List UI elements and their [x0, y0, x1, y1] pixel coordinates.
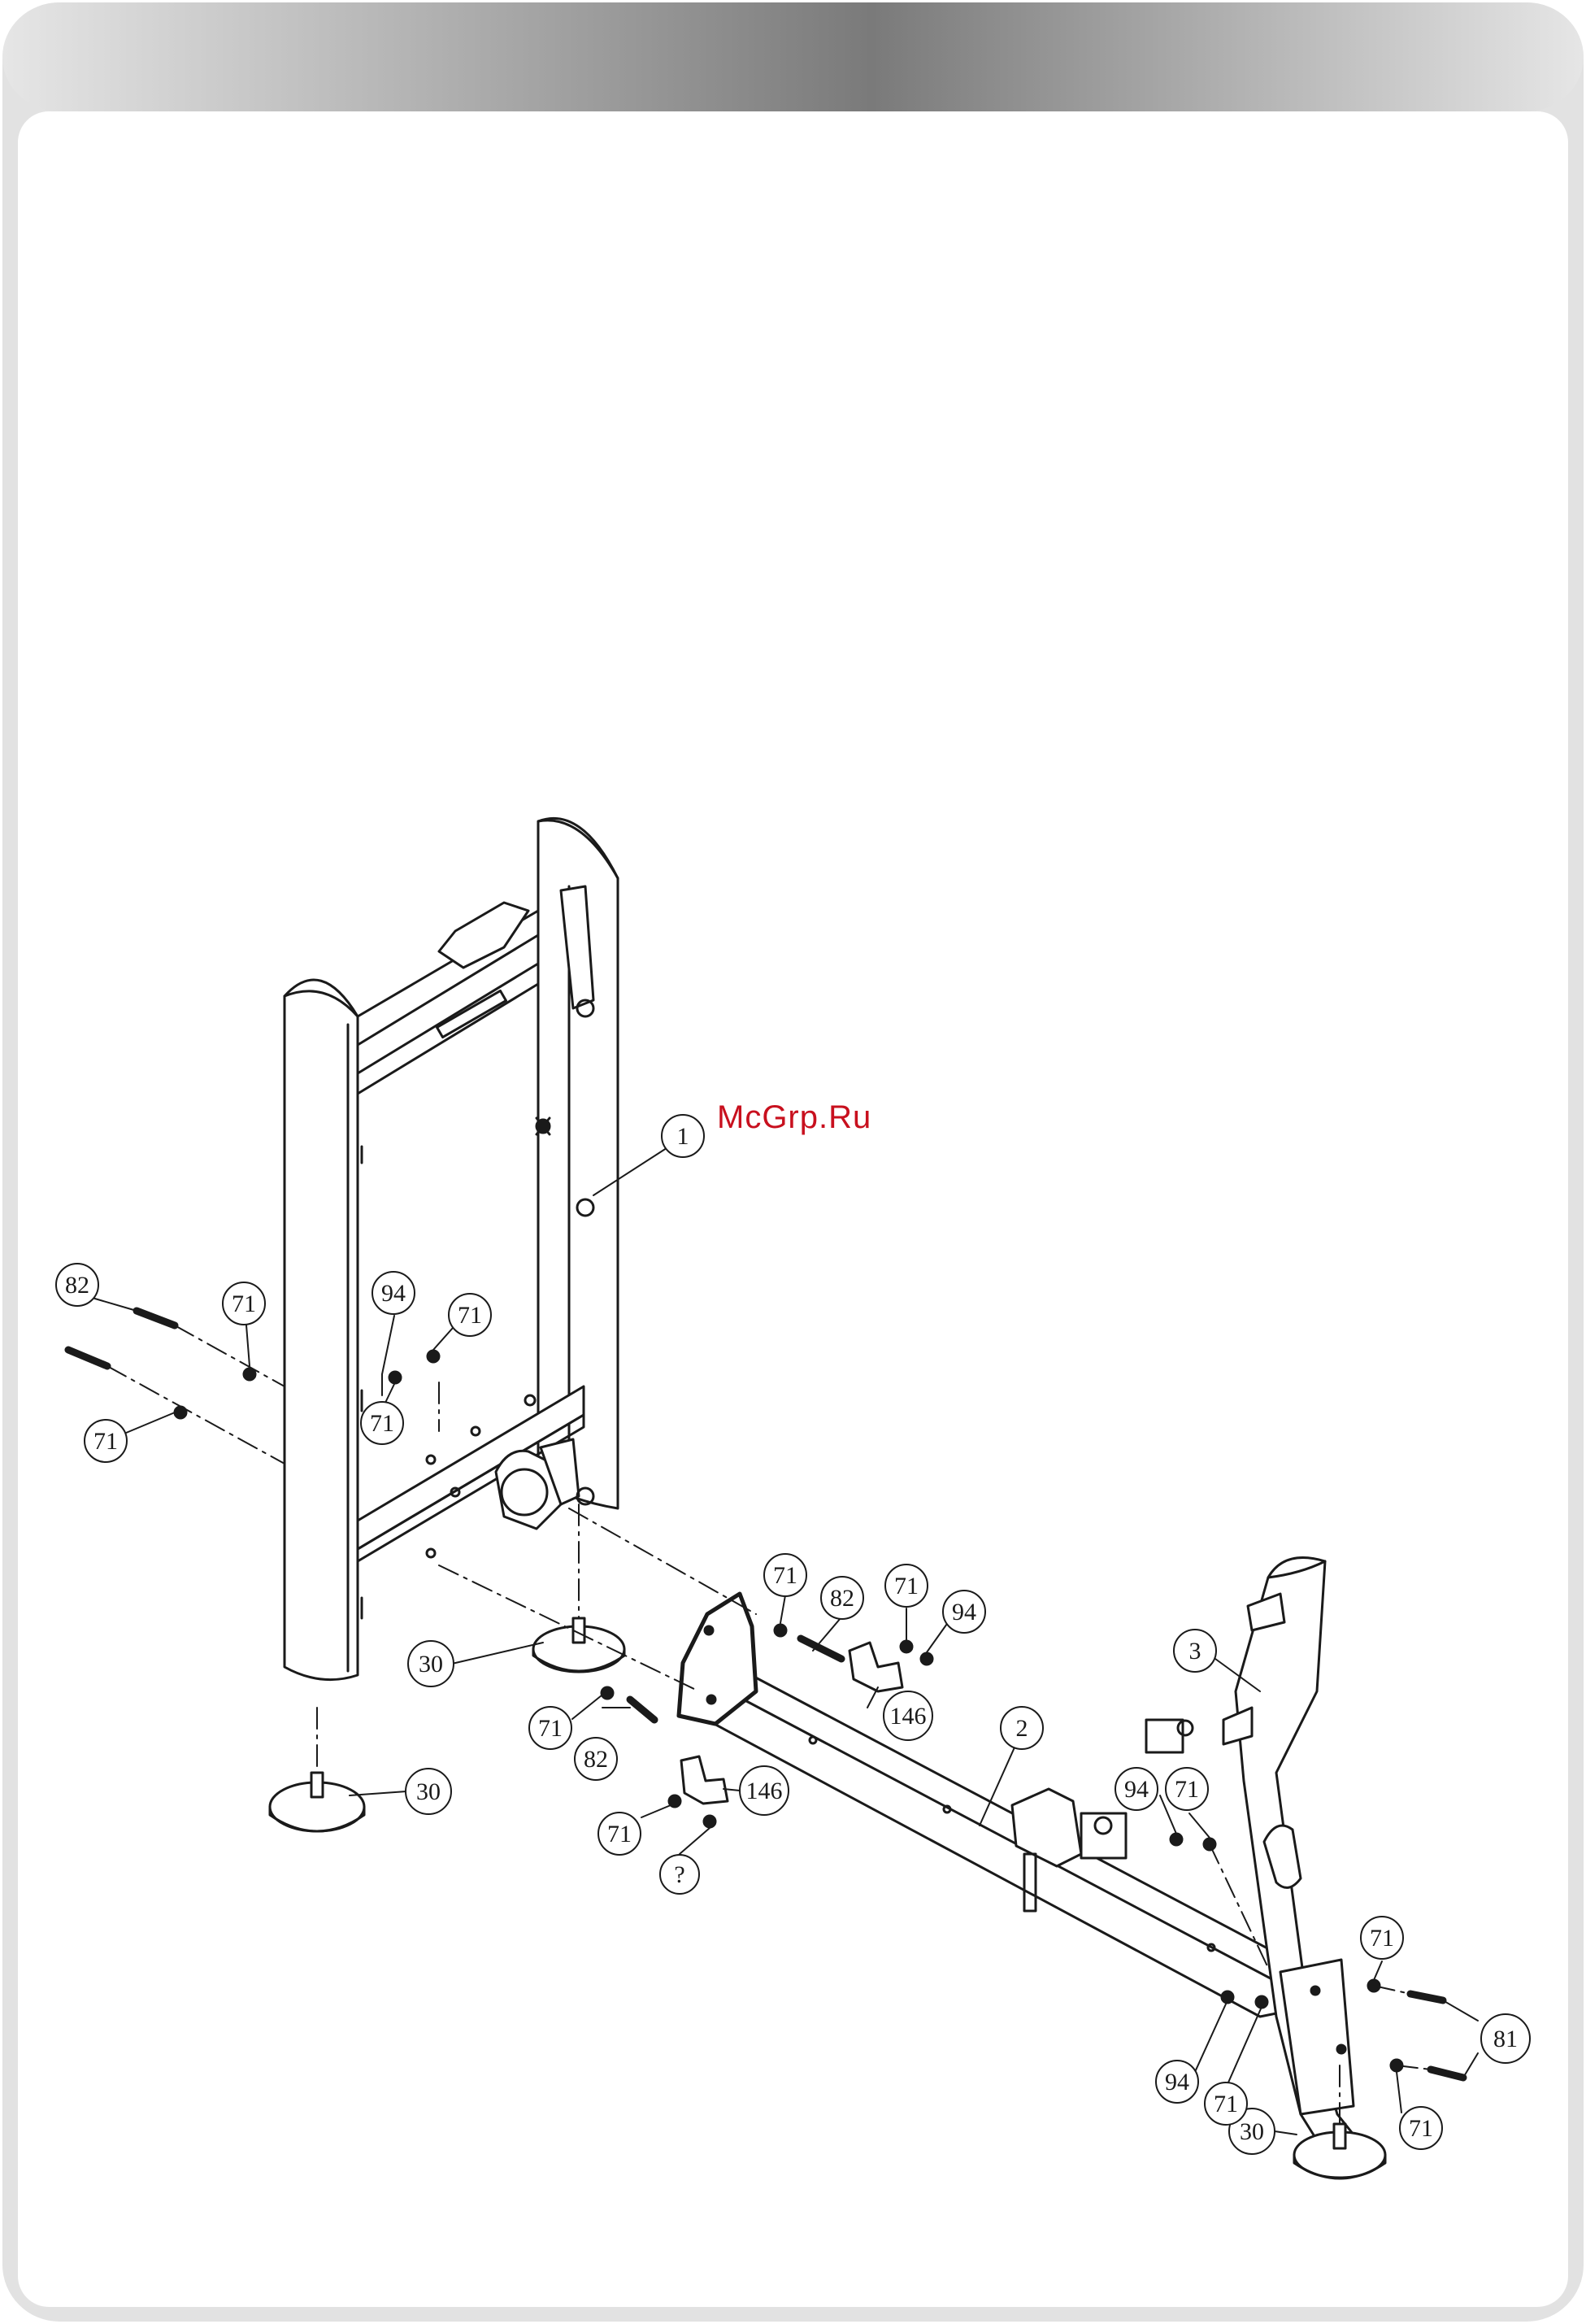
callout-label-94c: 94 — [1124, 1776, 1149, 1803]
callout-label-2: 2 — [1016, 1715, 1028, 1742]
callout-label-82a: 82 — [65, 1272, 89, 1299]
bracket-146-lower — [681, 1756, 728, 1804]
callout-label-71d: 71 — [370, 1410, 394, 1437]
callout-label-71j: 71 — [1370, 1925, 1394, 1952]
callout-label-71f: 71 — [894, 1573, 919, 1599]
foot-right — [1294, 2124, 1385, 2178]
rear-leg — [1223, 1558, 1354, 2148]
callout-label-94a: 94 — [381, 1280, 406, 1307]
callout-label-71l: 71 — [1409, 2115, 1433, 2142]
callout-label-71k: 71 — [1214, 2091, 1238, 2117]
callout-label-146b: 146 — [746, 1778, 783, 1804]
callout-label-71c: 71 — [458, 1302, 482, 1329]
callout-label-71a: 71 — [232, 1290, 256, 1317]
callout-label-30c: 30 — [1240, 2118, 1264, 2145]
callout-label-146a: 146 — [890, 1703, 927, 1730]
watermark: McGrp.Ru — [717, 1099, 871, 1136]
callout-label-q: ? — [674, 1861, 684, 1888]
foot-center — [533, 1618, 624, 1672]
callout-label-30a: 30 — [419, 1651, 443, 1678]
callout-label-30b: 30 — [416, 1778, 441, 1805]
callout-label-82b: 82 — [830, 1585, 854, 1612]
callout-label-94b: 94 — [952, 1599, 976, 1625]
callout-label-71g: 71 — [538, 1715, 563, 1742]
foot-left — [270, 1773, 364, 1831]
callout-label-81: 81 — [1493, 2026, 1518, 2052]
callout-label-71e: 71 — [773, 1562, 797, 1589]
callout-label-1: 1 — [677, 1123, 689, 1150]
bracket-146-upper — [849, 1643, 902, 1691]
callout-label-71i: 71 — [1175, 1776, 1199, 1803]
callout-label-82c: 82 — [584, 1746, 608, 1773]
callout-label-71b: 71 — [93, 1428, 118, 1455]
upright-frame — [285, 818, 618, 1679]
callout-label-94d: 94 — [1165, 2069, 1189, 2096]
callout-label-71h: 71 — [607, 1821, 632, 1847]
callout-label-3: 3 — [1189, 1638, 1201, 1665]
